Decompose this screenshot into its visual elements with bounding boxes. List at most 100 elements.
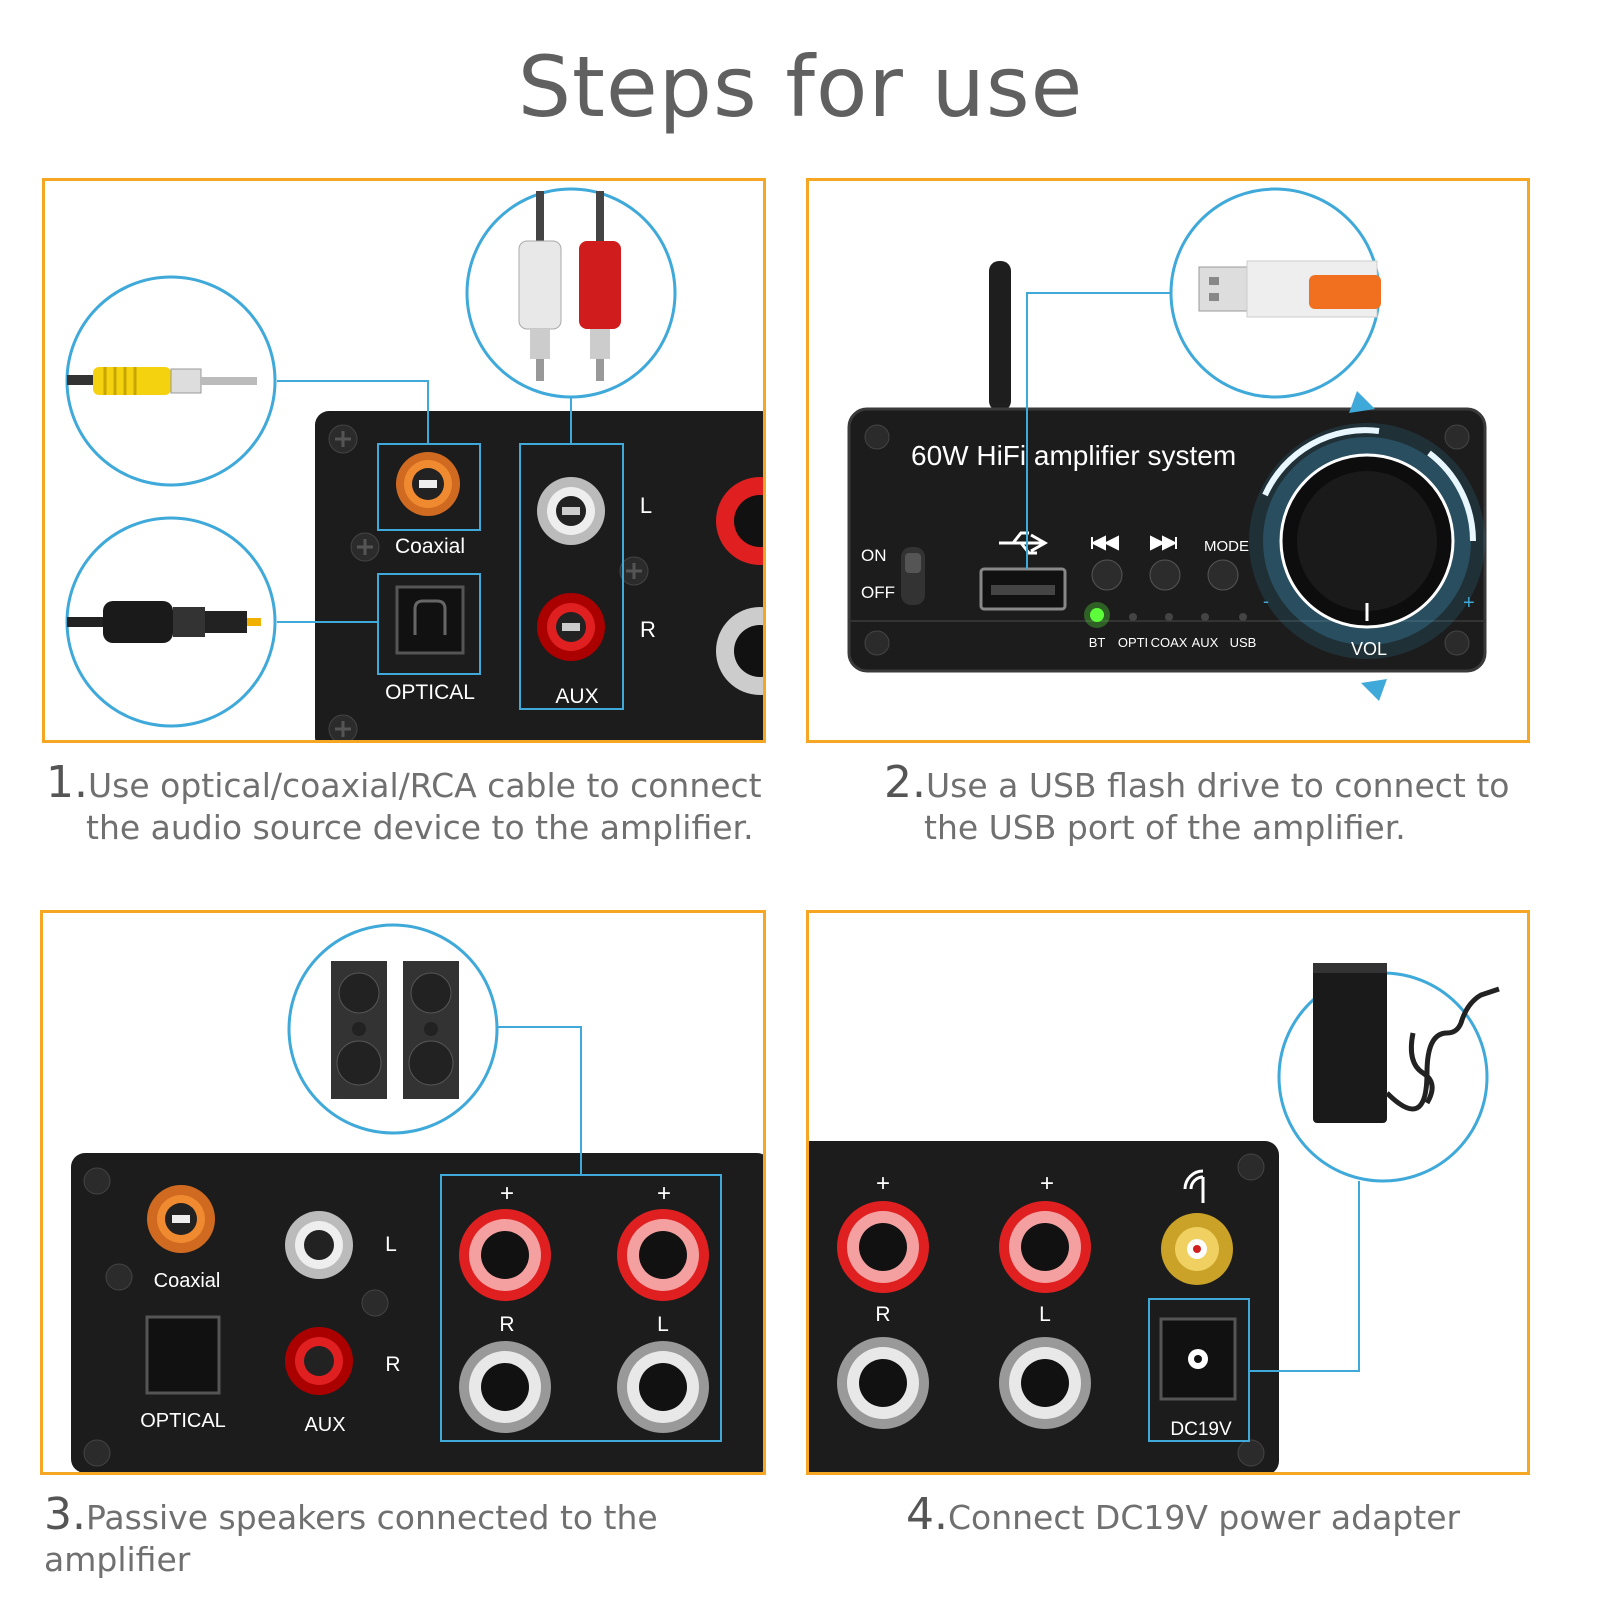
screw-icon (350, 532, 380, 562)
speaker-terminal-l-plus (999, 1201, 1091, 1293)
plus-label: + (500, 1180, 514, 1207)
speaker-terminal-l-minus (999, 1337, 1091, 1429)
aux-label: AUX (304, 1414, 345, 1436)
step-text-line2: the USB port of the amplifier. (924, 808, 1406, 847)
step4-illustration: + + R L DC19V (809, 963, 1500, 1472)
speaker-terminal-l-plus (617, 1209, 709, 1301)
screw-icon (864, 630, 890, 656)
screw-icon (1444, 630, 1470, 656)
screw-icon (1237, 1439, 1265, 1467)
antenna-icon (1183, 1169, 1205, 1203)
aux-right-jack (537, 593, 605, 661)
screw-icon (328, 424, 358, 454)
bt-led (1090, 608, 1104, 622)
speaker-r-label: R (499, 1313, 514, 1336)
coaxial-jack (147, 1185, 215, 1253)
page-title: Steps for use (517, 38, 1084, 136)
dc-label: DC19V (1170, 1419, 1232, 1440)
next-track-icon (1150, 535, 1178, 551)
amplifier-rear-panel (71, 1153, 763, 1472)
step-number: 4. (906, 1489, 948, 1540)
vol-label: VOL (1351, 639, 1387, 659)
indicator-bt: BT (1089, 635, 1106, 650)
step-text-line1: Use optical/coaxial/RCA cable to connect (87, 766, 762, 805)
step2-illustration: 60W HiFi amplifier system ON OFF MODE BT… (847, 187, 1487, 701)
usb-symbol-icon (999, 531, 1049, 555)
screw-icon (105, 1263, 133, 1291)
dc-power-jack (1159, 1317, 1237, 1401)
aux-left-jack (537, 477, 605, 545)
screw-icon (328, 714, 358, 740)
power-adapter-icon (1313, 963, 1500, 1123)
speaker-l-label: L (657, 1313, 669, 1336)
antenna-connector (1161, 1213, 1233, 1285)
step-text-line1: Use a USB flash drive to connect to (925, 766, 1510, 805)
optical-cable-icon (67, 601, 261, 643)
screw-icon (864, 424, 890, 450)
aux-label: AUX (555, 685, 598, 708)
indicator-aux: AUX (1192, 635, 1219, 650)
screw-icon (1237, 1153, 1265, 1181)
on-label: ON (861, 546, 887, 565)
mode-button (1207, 559, 1239, 591)
indicator-coax: COAX (1151, 635, 1188, 650)
coaxial-cable-icon (67, 367, 257, 395)
usb-flash-drive-icon (1198, 260, 1381, 318)
left-label: L (640, 493, 652, 518)
optical-label: OPTICAL (140, 1410, 226, 1432)
mode-label: MODE (1204, 538, 1249, 555)
step1-caption: 1.Use optical/coaxial/RCA cable to conne… (46, 761, 766, 849)
amplifier-rear-panel (315, 411, 763, 740)
coaxial-jack (396, 452, 460, 516)
right-label: R (385, 1353, 400, 1376)
screw-icon (361, 1289, 389, 1317)
aux-left-jack (285, 1211, 353, 1279)
coaxial-label: Coaxial (395, 535, 465, 558)
optical-port (145, 1315, 221, 1395)
speaker-l-label: L (1039, 1303, 1051, 1326)
step1-illustration: Coaxial OPTICAL L R AUX (65, 187, 763, 740)
device-title: 60W HiFi amplifier system (911, 440, 1236, 471)
screw-icon (1444, 424, 1470, 450)
indicator-opti: OPTI (1118, 635, 1148, 650)
step-text-line2: the audio source device to the amplifier… (86, 808, 754, 847)
step2-caption: 2.Use a USB flash drive to connect to th… (884, 761, 1584, 849)
next-button (1149, 559, 1181, 591)
aux-right-jack (285, 1327, 353, 1395)
screw-icon (619, 556, 649, 586)
step-number: 2. (884, 757, 926, 808)
speaker-terminal-r-minus (459, 1341, 551, 1433)
step3-illustration: Coaxial OPTICAL L R AUX + + R L (71, 923, 763, 1472)
optical-label: OPTICAL (385, 681, 475, 704)
screw-icon (83, 1439, 111, 1467)
plus-label: + (876, 1170, 890, 1197)
step4-panel: + + R L DC19V (806, 910, 1530, 1475)
speaker-terminal-r-plus (459, 1209, 551, 1301)
step-text-line1: Connect DC19V power adapter (947, 1498, 1461, 1537)
optical-port (395, 585, 465, 655)
vol-minus: - (1263, 591, 1269, 611)
speaker-terminal-l-minus (617, 1341, 709, 1433)
step-number: 1. (46, 757, 88, 808)
coaxial-label: Coaxial (154, 1270, 221, 1292)
step1-panel: Coaxial OPTICAL L R AUX (42, 178, 766, 743)
step4-caption: 4.Connect DC19V power adapter (906, 1493, 1546, 1539)
step-number: 3. (44, 1489, 86, 1540)
speakers-icon (331, 961, 459, 1099)
indicator-usb: USB (1230, 635, 1257, 650)
screw-icon (83, 1167, 111, 1195)
previous-track-icon (1090, 535, 1119, 551)
vol-plus: + (1463, 592, 1475, 614)
step3-panel: Coaxial OPTICAL L R AUX + + R L (40, 910, 766, 1475)
step2-panel: 60W HiFi amplifier system ON OFF MODE BT… (806, 178, 1530, 743)
speaker-r-label: R (875, 1303, 890, 1326)
rca-cable-icon (518, 191, 621, 381)
speaker-terminal-r-plus (837, 1201, 929, 1293)
speaker-terminal-r-minus (837, 1337, 929, 1429)
antenna (989, 261, 1011, 411)
step3-caption: 3.Passive speakers connected to the ampl… (44, 1493, 784, 1581)
right-label: R (640, 617, 656, 642)
off-label: OFF (861, 583, 895, 602)
left-label: L (385, 1233, 397, 1256)
step-text-line1: Passive speakers connected to the amplif… (44, 1498, 658, 1579)
